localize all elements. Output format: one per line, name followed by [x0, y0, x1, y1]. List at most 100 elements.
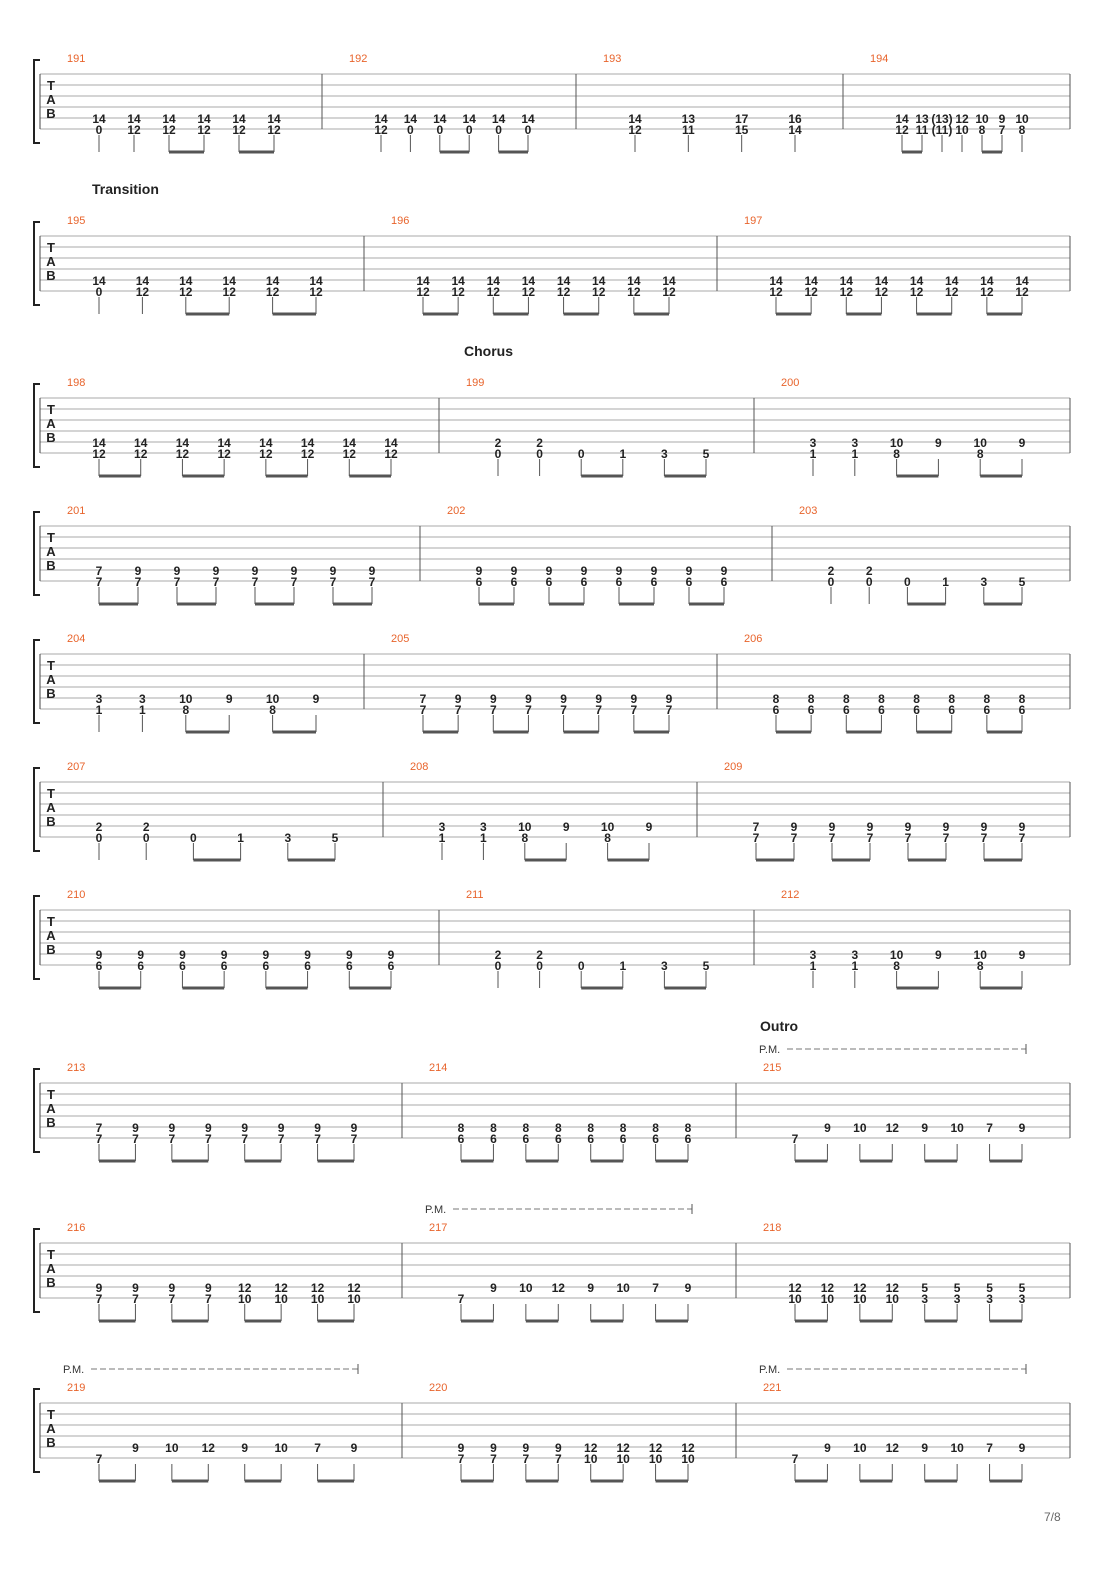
measure-number: 213	[67, 1062, 85, 1074]
fret-number: 12	[557, 285, 571, 299]
fret-number: 9	[169, 1121, 176, 1135]
fret-number: 9	[179, 948, 186, 962]
fret-number: 8	[620, 1121, 627, 1135]
fret-number: 10	[681, 1452, 695, 1466]
fret-number: 14	[92, 436, 106, 450]
fret-number: 14	[628, 112, 642, 126]
palm-mute-label: P.M.	[425, 1204, 446, 1216]
fret-number: 12	[217, 447, 231, 461]
fret-number: 9	[241, 1441, 248, 1455]
fret-number: 6	[616, 575, 623, 589]
fret-number: 12	[886, 1281, 900, 1295]
fret-number: 7	[490, 1452, 497, 1466]
fret-number: 14	[136, 274, 150, 288]
fret-number: 1	[237, 831, 244, 845]
fret-number: 9	[595, 692, 602, 706]
fret-number: 12	[627, 285, 641, 299]
fret-number: 11	[682, 123, 695, 137]
fret-number: 14	[217, 436, 231, 450]
fret-number: 7	[96, 1452, 103, 1466]
fret-number: 8	[490, 1121, 497, 1135]
fret-number: 9	[1019, 1121, 1026, 1135]
fret-number: 12	[592, 285, 606, 299]
fret-number: 13	[915, 112, 929, 126]
fret-number: 12	[136, 285, 150, 299]
fret-number: 6	[773, 703, 780, 717]
fret-number: 14	[451, 274, 465, 288]
fret-number: 7	[523, 1452, 530, 1466]
fret-number: 6	[490, 1132, 497, 1146]
fret-number: 10	[974, 948, 988, 962]
fret-number: 3	[439, 820, 446, 834]
fret-number: 2	[495, 436, 502, 450]
fret-number: 10	[165, 1441, 179, 1455]
fret-number: 10	[266, 692, 280, 706]
fret-number: 14	[980, 274, 994, 288]
fret-number: 9	[278, 1121, 285, 1135]
measure-number: 221	[763, 1382, 781, 1394]
fret-number: 12	[176, 447, 190, 461]
fret-number: 0	[828, 575, 835, 589]
fret-number: 7	[132, 1292, 139, 1306]
fret-number: 7	[986, 1121, 993, 1135]
fret-number: 12	[895, 123, 909, 137]
fret-number: 14	[492, 112, 506, 126]
fret-number: 10	[788, 1292, 802, 1306]
fret-number: 8	[1019, 692, 1026, 706]
fret-number: 9	[546, 564, 553, 578]
fret-number: 9	[205, 1281, 212, 1295]
fret-number: (13)	[931, 112, 952, 126]
fret-number: 7	[792, 1452, 799, 1466]
fret-number: 9	[213, 564, 220, 578]
fret-number: 7	[330, 575, 337, 589]
fret-number: 2	[536, 948, 543, 962]
fret-number: 6	[587, 1132, 594, 1146]
fret-number: 12	[266, 285, 280, 299]
fret-number: 7	[205, 1132, 212, 1146]
fret-number: 10	[886, 1292, 900, 1306]
fret-number: 7	[135, 575, 142, 589]
fret-number: 8	[523, 1121, 530, 1135]
fret-number: 12	[127, 123, 141, 137]
measure-number: 216	[67, 1222, 85, 1234]
fret-number: 0	[904, 575, 911, 589]
tab-clef-letter: A	[46, 1101, 56, 1116]
fret-number: 3	[480, 820, 487, 834]
fret-number: 10	[950, 1441, 964, 1455]
fret-number: 7	[213, 575, 220, 589]
fret-number: 12	[162, 123, 176, 137]
system-bracket	[33, 221, 40, 306]
fret-number: 12	[416, 285, 430, 299]
fret-number: 12	[197, 123, 211, 137]
fret-number: 12	[343, 447, 357, 461]
fret-number: 14	[134, 436, 148, 450]
fret-number: 9	[824, 1121, 831, 1135]
fret-number: 5	[954, 1281, 961, 1295]
fret-number: 3	[810, 436, 817, 450]
tab-clef-letter: A	[46, 92, 56, 107]
fret-number: 10	[616, 1281, 630, 1295]
fret-number: 8	[984, 692, 991, 706]
fret-number: 8	[948, 692, 955, 706]
fret-number: 9	[867, 820, 874, 834]
fret-number: 6	[458, 1132, 465, 1146]
fret-number: 9	[314, 1121, 321, 1135]
fret-number: 7	[595, 703, 602, 717]
tab-clef-letter: B	[46, 1275, 55, 1290]
fret-number: 9	[252, 564, 259, 578]
fret-number: 0	[96, 123, 103, 137]
fret-number: 17	[735, 112, 749, 126]
fret-number: 6	[304, 959, 311, 973]
fret-number: 9	[555, 1441, 562, 1455]
